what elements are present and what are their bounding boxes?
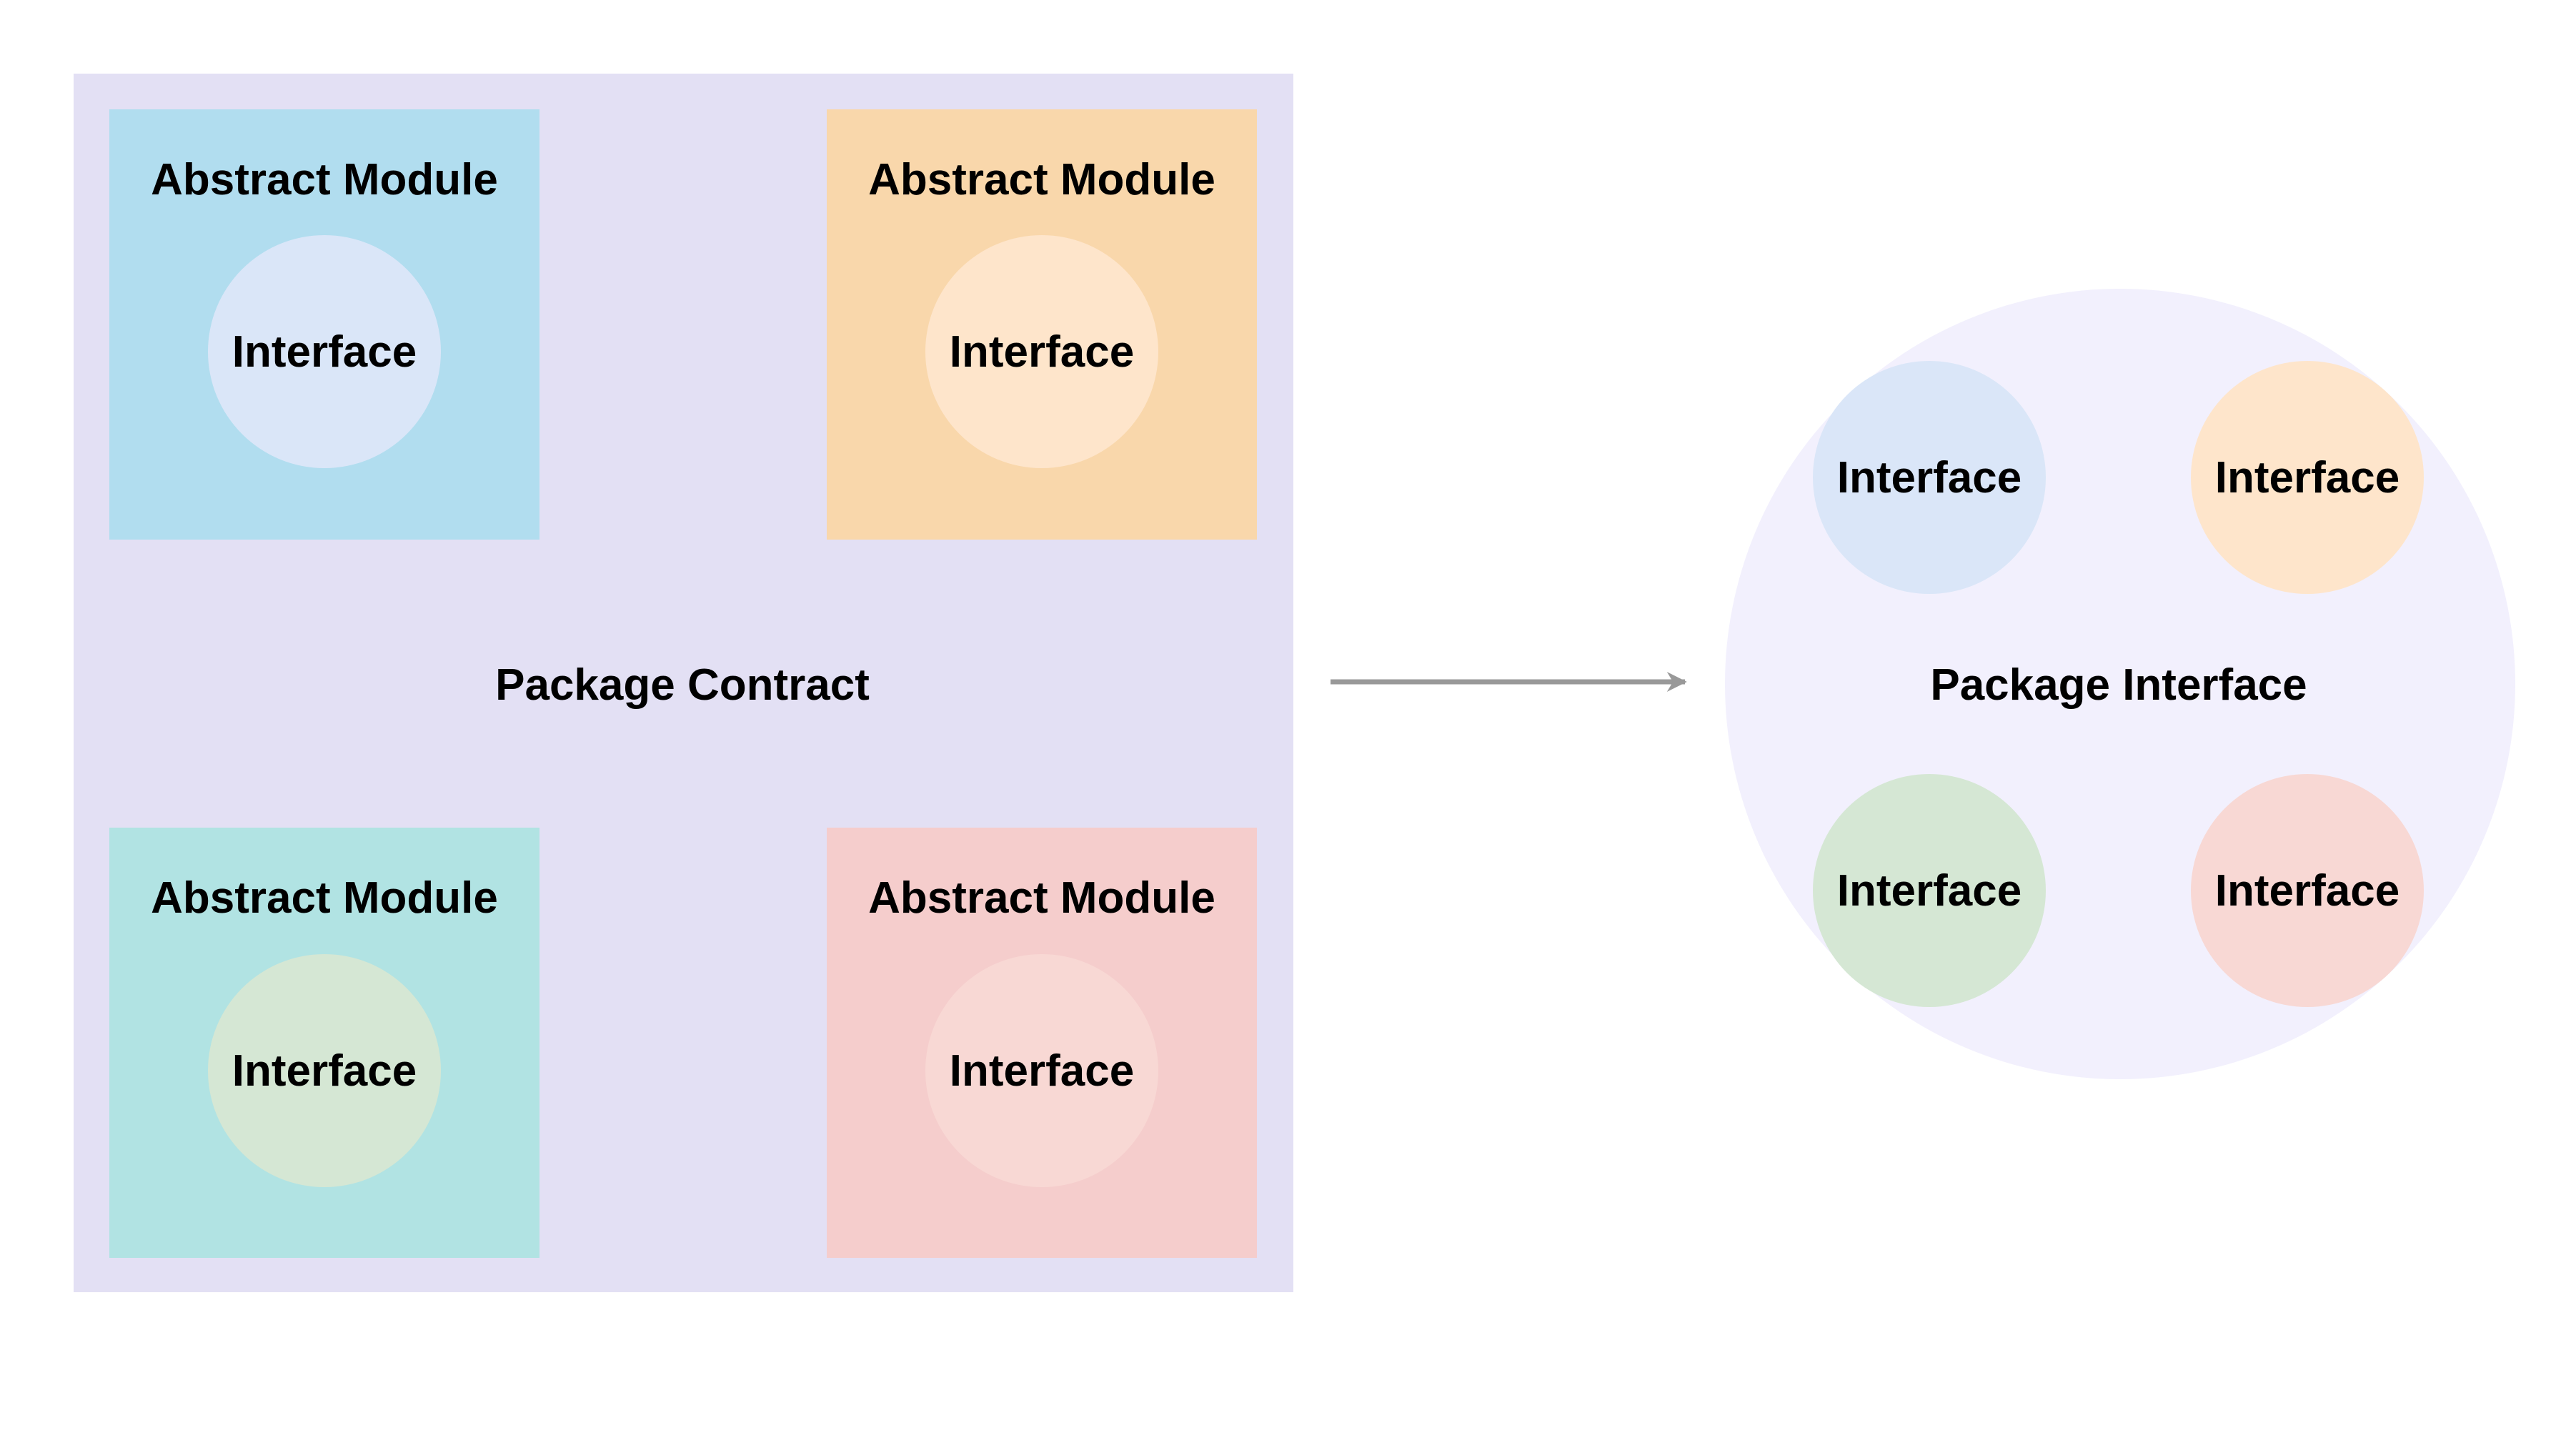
module-interface-label: Interface (950, 1046, 1134, 1096)
package-interface-label: Package Interface (1930, 660, 2307, 710)
interface-label-bottom-right: Interface (2215, 866, 2400, 916)
interface-label-top-right: Interface (2215, 453, 2400, 502)
interface-circle-top-right (2191, 361, 2424, 594)
abstract-module-top-left: Abstract Module Interface (109, 109, 539, 540)
module-title: Abstract Module (151, 155, 498, 204)
abstract-module-bottom-left: Abstract Module Interface (109, 828, 539, 1258)
module-interface-label: Interface (950, 327, 1134, 377)
module-title: Abstract Module (151, 873, 498, 923)
interface-label-bottom-left: Interface (1837, 866, 2021, 916)
abstract-module-top-right: Abstract Module Interface (827, 109, 1257, 540)
module-interface-circle (208, 235, 441, 468)
module-interface-label: Interface (232, 1046, 417, 1096)
package-interface: Interface Interface Interface Interface … (1725, 289, 2515, 1079)
interface-circle-top-left (1813, 361, 2046, 594)
module-interface-circle (925, 954, 1158, 1187)
module-interface-circle (208, 954, 441, 1187)
module-interface-circle (925, 235, 1158, 468)
module-title: Abstract Module (868, 873, 1215, 923)
package-contract: Abstract Module Interface Abstract Modul… (74, 74, 1293, 1292)
interface-circle-bottom-right (2191, 774, 2424, 1007)
abstract-module-bottom-right: Abstract Module Interface (827, 828, 1257, 1258)
interface-circle-bottom-left (1813, 774, 2046, 1007)
module-title: Abstract Module (868, 155, 1215, 204)
package-contract-label: Package Contract (495, 660, 870, 710)
module-interface-label: Interface (232, 327, 417, 377)
interface-label-top-left: Interface (1837, 453, 2021, 502)
